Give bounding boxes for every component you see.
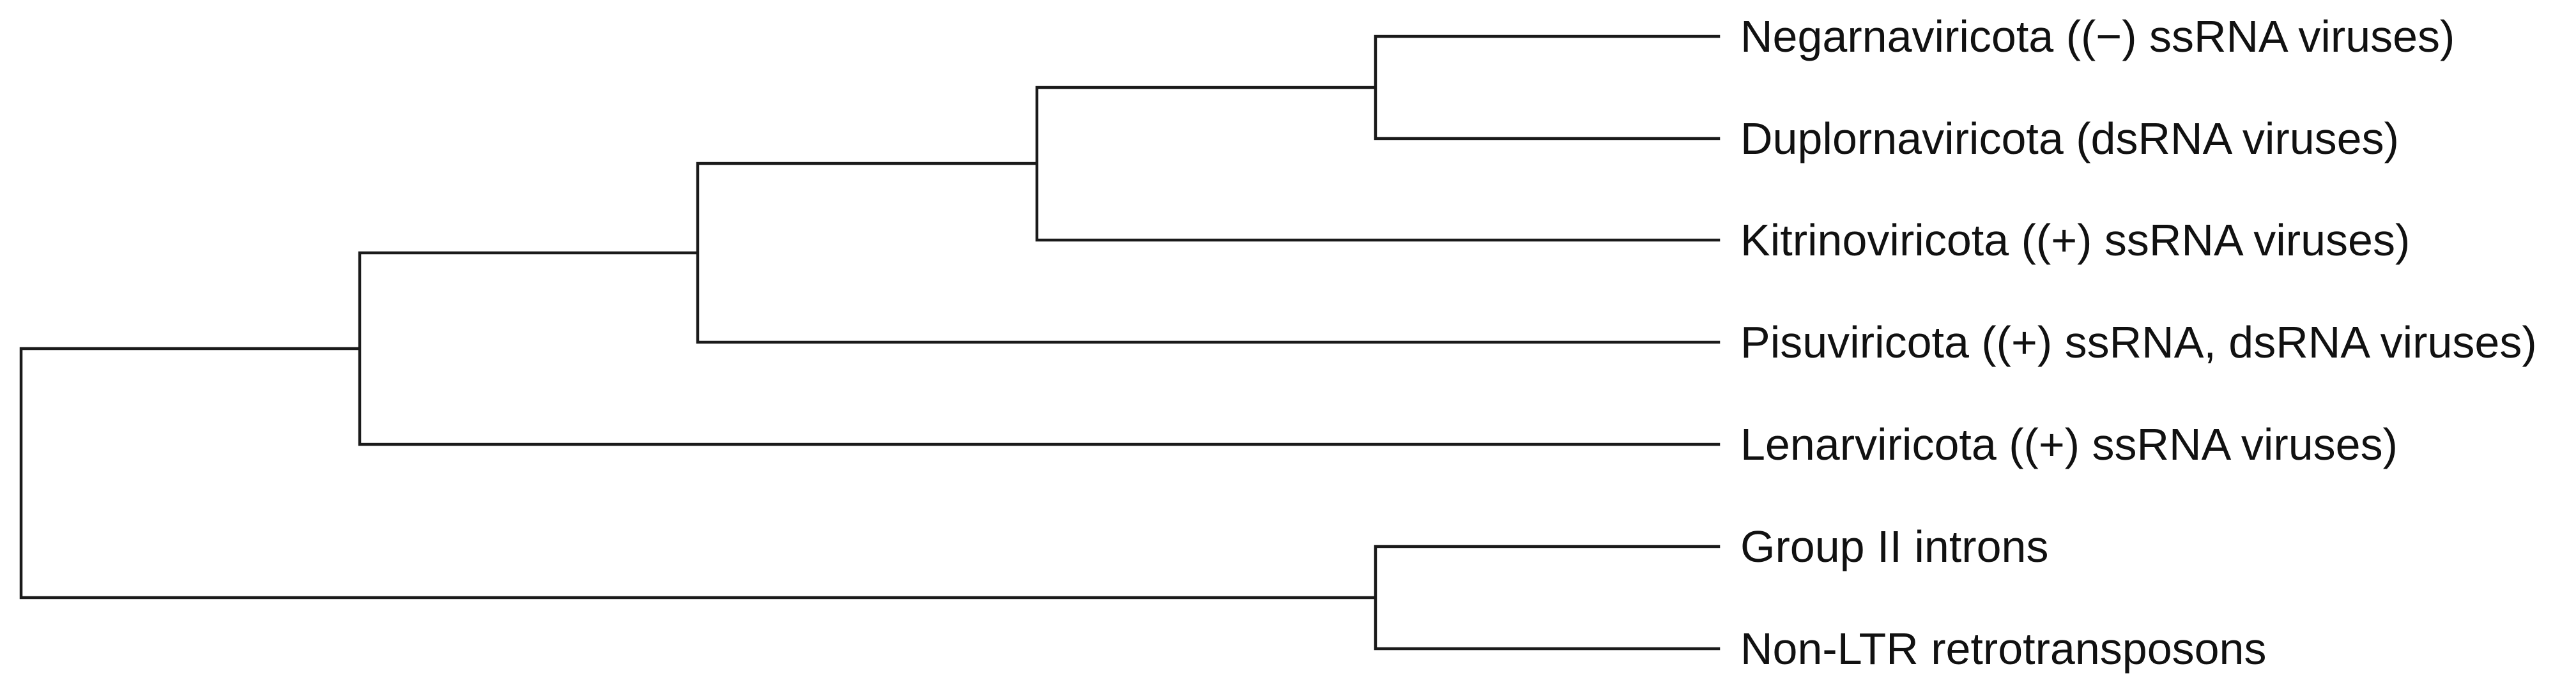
leaf-label-group-ii-introns: Group II introns	[1740, 522, 2049, 571]
leaf-label-kitrinoviricota: Kitrinoviricota ((+) ssRNA viruses)	[1740, 215, 2411, 265]
leaf-label-non-ltr-retrotransposons: Non-LTR retrotransposons	[1740, 624, 2267, 674]
leaf-label-negarnaviricota: Negarnaviricota ((−) ssRNA viruses)	[1740, 11, 2455, 61]
leaf-label-pisuviricota: Pisuviricota ((+) ssRNA, dsRNA viruses)	[1740, 317, 2537, 367]
leaf-label-lenarviricota: Lenarviricota ((+) ssRNA viruses)	[1740, 419, 2398, 469]
leaf-label-duplornaviricota: Duplornaviricota (dsRNA viruses)	[1740, 114, 2399, 163]
tree-branch-lines	[19, 34, 1721, 651]
